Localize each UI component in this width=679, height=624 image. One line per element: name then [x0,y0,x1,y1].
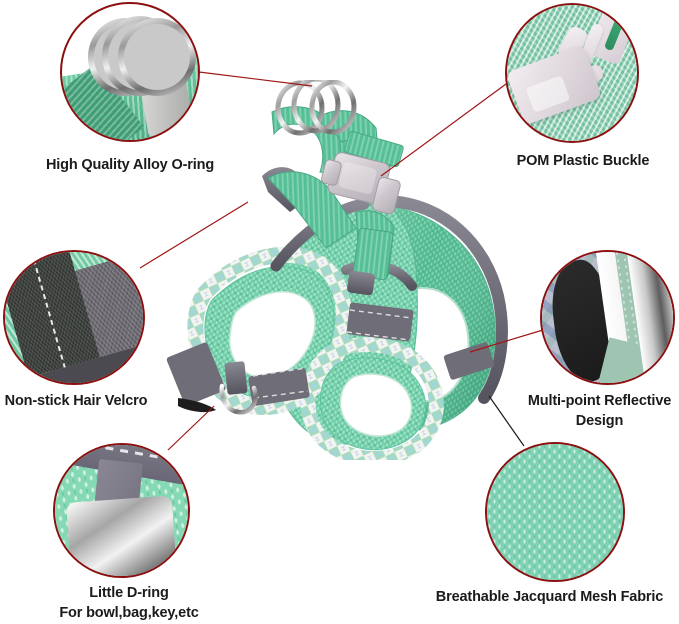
callout-circle-pom-buckle [505,3,639,143]
callout-circle-reflective [540,250,675,385]
alloy-o-ring-icon [118,18,196,96]
jacquard-mesh-swatch [487,444,623,580]
callout-circle-velcro [3,250,145,385]
callout-circle-d-ring [53,443,190,578]
product-harness-image [150,80,510,460]
callout-label-o-ring: High Quality Alloy O-ring [45,157,215,173]
callout-circle-mesh-fabric [485,442,625,582]
callout-label-d-ring: Little D-ring For bowl,bag,key,etc [59,585,199,621]
callout-label-reflective: Multi-point Reflective Design [527,393,672,429]
callout-label-velcro: Non-stick Hair Velcro [4,393,148,409]
d-ring-icon [65,495,179,576]
callout-label-pom-buckle: POM Plastic Buckle [516,153,650,169]
callout-circle-o-ring [60,2,200,142]
callout-label-mesh-fabric: Breathable Jacquard Mesh Fabric [435,589,664,605]
